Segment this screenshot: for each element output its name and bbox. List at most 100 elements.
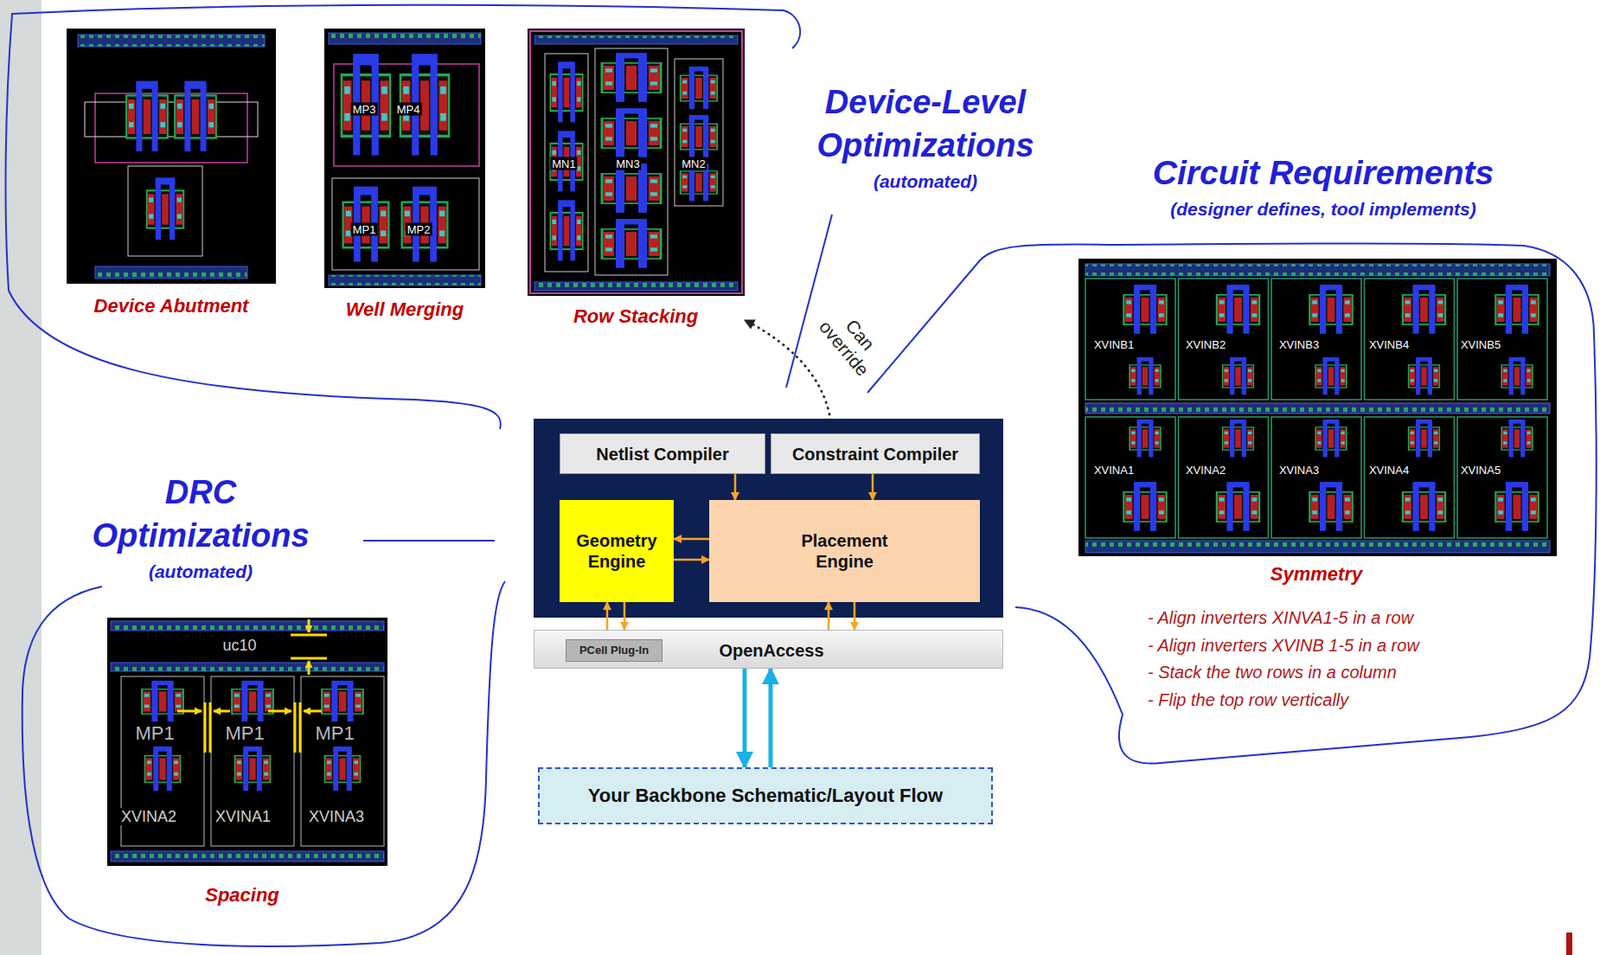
- symmetry-layout: [1271, 278, 1362, 538]
- connector: [673, 558, 710, 562]
- box-label: Netlist Compiler: [595, 443, 729, 465]
- device-abutment-layout: [128, 166, 203, 256]
- well-merging-layout: [324, 28, 486, 288]
- device-label: MP1: [313, 722, 356, 744]
- heading: DRC Optimizations: [53, 470, 348, 557]
- engine-box: Placement Engine: [709, 499, 980, 602]
- note: - Stack the two rows in a column: [1147, 661, 1397, 683]
- spacing-layout: [303, 710, 322, 713]
- device-abutment-layout: [126, 81, 168, 152]
- device-label: XVINA5: [1459, 463, 1503, 477]
- device-label: XVINB2: [1184, 338, 1228, 352]
- spacing-layout: [110, 620, 384, 631]
- device-label: XVINA2: [1184, 463, 1228, 477]
- corner-mark: [1566, 932, 1573, 955]
- device-label: XVINB5: [1459, 338, 1503, 352]
- box-label: PCell Plug-In: [579, 643, 649, 658]
- device-label: XVINA2: [119, 807, 179, 826]
- connector: [734, 473, 737, 500]
- row-stacking-layout: [527, 28, 745, 296]
- device-abutment-layout: [84, 102, 258, 137]
- note: - Align inverters XVINB 1-5 in a row: [1147, 634, 1420, 656]
- spacing-layout: [107, 617, 388, 866]
- device-label: MN3: [614, 157, 641, 171]
- well-merging-layout: [332, 178, 480, 270]
- row-stacking-layout: [601, 108, 661, 158]
- heading: (automated): [873, 170, 978, 193]
- spacing-layout: [110, 662, 384, 672]
- row-stacking-layout: [680, 115, 718, 158]
- cloud-outline: [22, 581, 506, 947]
- region-cloud: Device-Level Optimizations(automated)Dev…: [6, 6, 1058, 431]
- layout-image: XVINB1XVINB2XVINB3XVINB4XVINB5XVINA1XVIN…: [1078, 258, 1557, 588]
- connector: [853, 601, 857, 630]
- device-label: XVINA3: [1277, 463, 1321, 477]
- row-stacking-layout: [550, 61, 583, 122]
- tool-frame: [533, 418, 1004, 618]
- cloud-outline: [8, 290, 501, 429]
- symmetry-layout: [1085, 403, 1550, 414]
- row-stacking-layout: [595, 48, 668, 276]
- device-label: MP1: [133, 722, 176, 744]
- well-merging-layout: [341, 53, 391, 155]
- spacing-layout: [307, 619, 311, 633]
- well-merging-layout: [402, 186, 448, 263]
- layout-image: MP3MP4MP1MP2Well Merging: [324, 28, 486, 323]
- note: - Flip the top row vertically: [1147, 689, 1349, 711]
- spacing-layout: [211, 676, 295, 846]
- row-stacking-layout: [534, 281, 738, 291]
- symmetry-layout: [1457, 278, 1548, 538]
- heading: Device-Level Optimizations: [778, 80, 1073, 167]
- well-merging-layout: [328, 32, 481, 45]
- connector: [673, 537, 710, 541]
- spacing-layout: [325, 746, 361, 791]
- heading: Circuit Requirements: [1152, 153, 1494, 193]
- spacing-layout: [177, 619, 327, 753]
- spacing-layout: [141, 680, 184, 722]
- device-label: MP1: [351, 223, 378, 237]
- device-label: XVINA4: [1367, 463, 1411, 477]
- row-stacking-layout: [530, 31, 743, 294]
- device-label: XVINA1: [213, 807, 273, 826]
- device-label: XVINB4: [1367, 338, 1411, 352]
- connector: [744, 320, 832, 434]
- layout-image: uc10MP1MP1MP1XVINA2XVINA1XVINA3Spacing: [107, 617, 388, 912]
- spacing-layout: [300, 676, 384, 846]
- device-label: MP2: [405, 223, 433, 237]
- device-abutment-layout: [66, 28, 276, 284]
- device-label: uc10: [220, 636, 258, 654]
- edge-label: Can override: [809, 296, 895, 387]
- device-abutment-layout: [174, 81, 217, 152]
- spacing-layout: [110, 851, 384, 862]
- row-stacking-layout: [680, 66, 718, 109]
- device-abutment-layout: [95, 266, 248, 279]
- well-merging-layout: [324, 28, 486, 288]
- spacing-layout: [209, 702, 212, 753]
- heading: (automated): [148, 560, 253, 583]
- note: - Align inverters XINVA1-5 in a row: [1147, 607, 1414, 628]
- flow-box: Your Backbone Schematic/Layout Flow: [537, 767, 993, 825]
- symmetry-layout: [1364, 278, 1455, 538]
- spacing-layout: [307, 660, 311, 675]
- spacing-layout: [213, 710, 231, 713]
- device-label: XVINB3: [1277, 338, 1321, 352]
- row-stacking-layout: [674, 58, 724, 206]
- connector: [623, 601, 627, 630]
- device-abutment-layout: [66, 28, 276, 284]
- connector: [871, 473, 875, 500]
- cloud-outline: [786, 214, 832, 388]
- box-label: OpenAccess: [718, 640, 824, 661]
- heading: (designer defines, tool implements): [1170, 198, 1477, 221]
- spacing-layout: [177, 710, 202, 713]
- box-label: Constraint Compiler: [792, 443, 959, 465]
- device-label: MN1: [550, 157, 577, 171]
- row-stacking-layout: [601, 163, 661, 213]
- spacing-layout: [321, 680, 364, 722]
- spacing-layout: [299, 702, 302, 753]
- openaccess-bar: OpenAccess PCell Plug-In: [533, 629, 1004, 669]
- box-label: Your Backbone Schematic/Layout Flow: [588, 784, 943, 807]
- caption: Well Merging: [345, 298, 465, 321]
- symmetry-layout: [1078, 258, 1557, 557]
- layout-image: MN1MN3MN2Row Stacking: [527, 28, 745, 333]
- row-stacking-layout: [550, 130, 583, 192]
